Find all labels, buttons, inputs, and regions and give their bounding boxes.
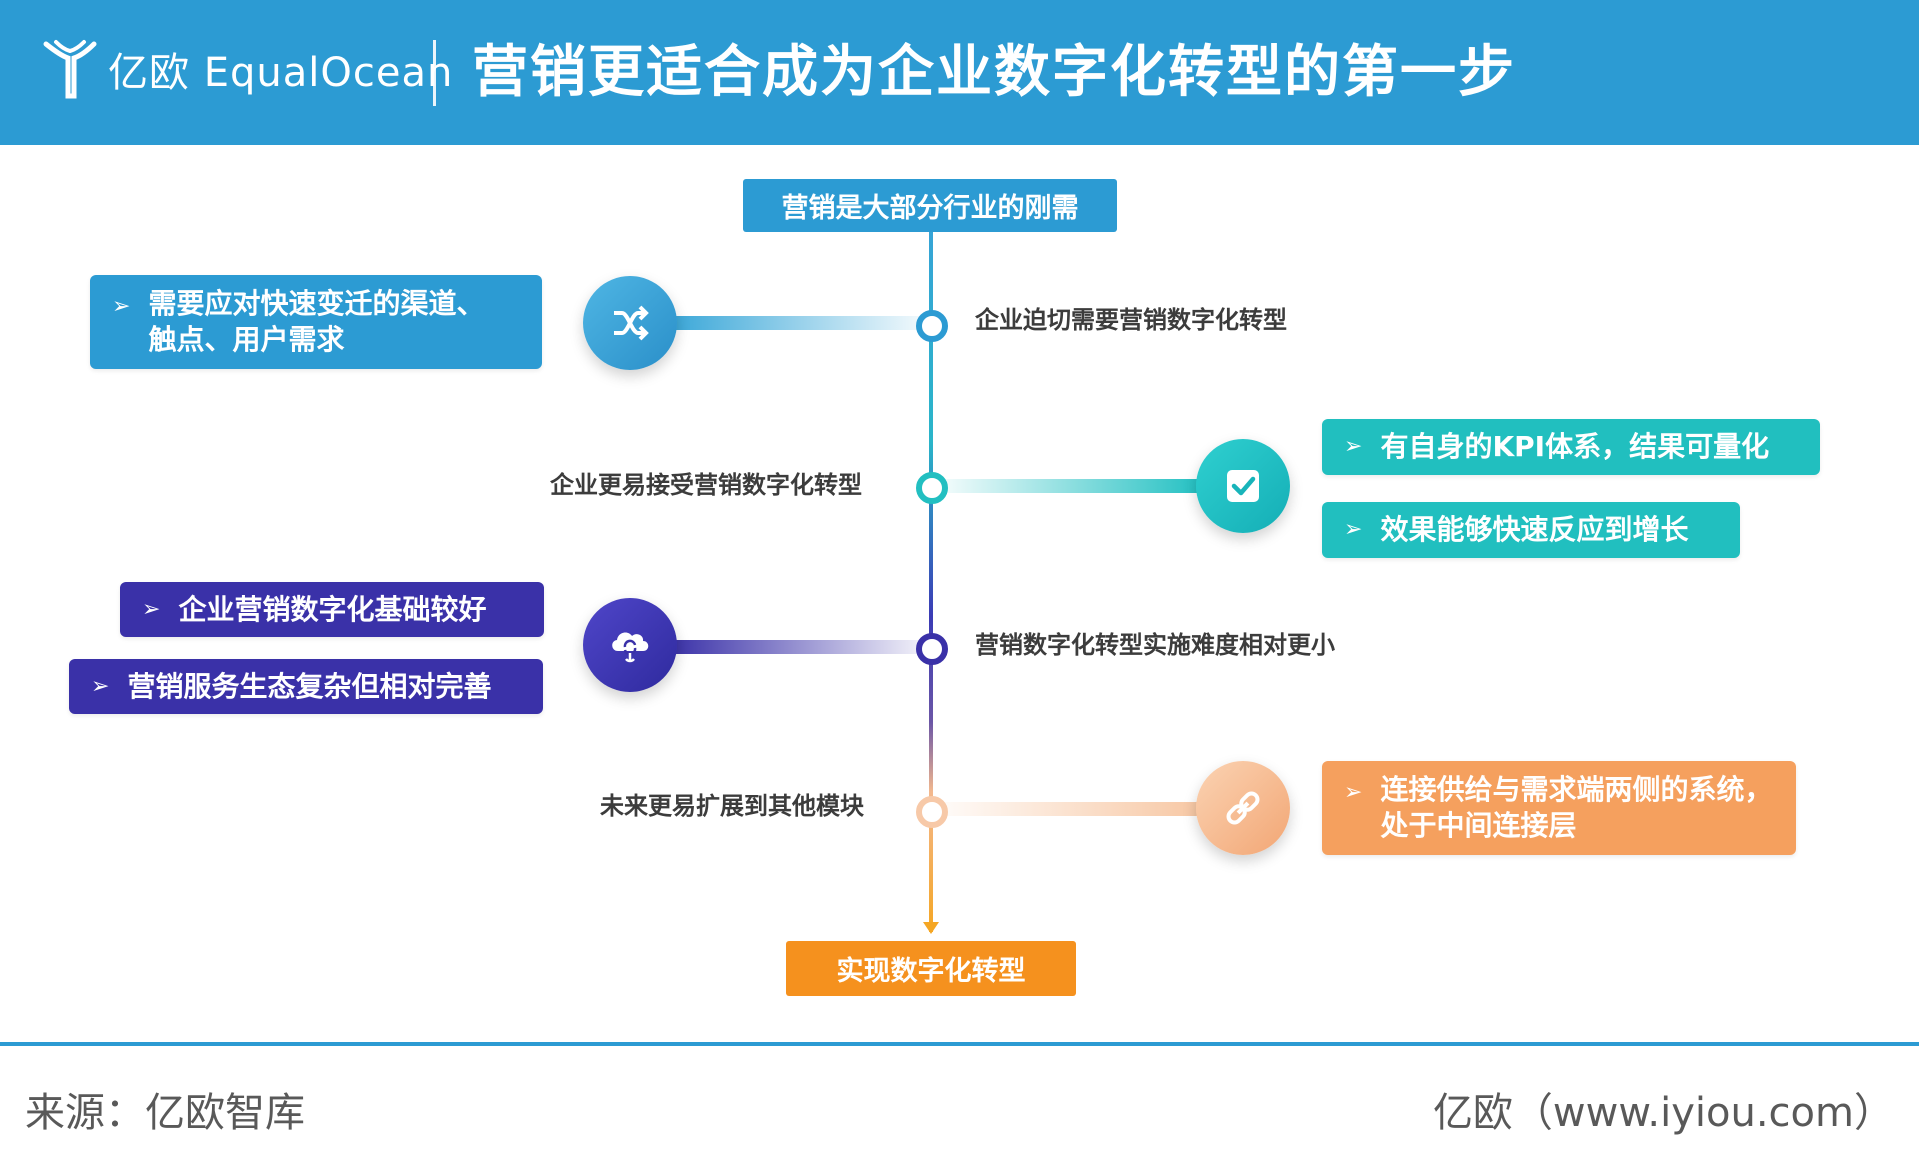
connector-1 [670,316,920,330]
chevron-right-icon: ➢ [142,596,161,622]
point-text: 企业营销数字化基础较好 [178,592,487,626]
timeline-arrowhead [923,922,939,934]
point-text: 需要应对快速变迁的渠道、触点、用户需求 [148,287,485,356]
chevron-right-icon: ➢ [1344,517,1363,542]
timeline-node-1 [916,310,948,342]
point-text: 有自身的KPI体系，结果可量化 [1380,430,1770,463]
chevron-right-icon: ➢ [112,294,131,319]
connector-3 [670,640,920,654]
point-text: 效果能够快速反应到增长 [1380,513,1689,546]
point-box-kpi: ➢ 有自身的KPI体系，结果可量化 [1322,419,1820,475]
point-text: 连接供给与需求端两侧的系统，处于中间连接层 [1380,773,1773,842]
page-title: 营销更适合成为企业数字化转型的第一步 [472,40,1516,105]
chevron-right-icon: ➢ [91,673,110,699]
footer-divider [0,1042,1919,1046]
connector-4 [944,802,1204,816]
checkbox-icon [1227,470,1259,502]
source-text: 来源：亿欧智库 [25,1090,305,1136]
timeline-line [929,232,933,932]
shuffle-icon-circle [583,276,677,370]
point-box-channels: ➢ 需要应对快速变迁的渠道、触点、用户需求 [90,275,542,369]
end-box: 实现数字化转型 [786,941,1076,996]
point-box-growth: ➢ 效果能够快速反应到增长 [1322,502,1740,558]
timeline-node-3 [916,633,948,665]
logo-text: 亿欧 EqualOcean [108,50,454,96]
chevron-right-icon: ➢ [1344,434,1363,459]
node-label-2: 企业更易接受营销数字化转型 [550,471,862,499]
shuffle-icon [614,305,649,341]
point-box-foundation: ➢ 企业营销数字化基础较好 [120,582,544,637]
connector-2 [944,479,1204,493]
point-box-ecosystem: ➢ 营销服务生态复杂但相对完善 [69,659,543,714]
node-label-3: 营销数字化转型实施难度相对更小 [975,631,1335,659]
header-divider [433,40,436,106]
cloud-sync-icon [612,632,649,663]
start-box: 营销是大部分行业的刚需 [743,179,1117,232]
cloud-sync-icon-circle [583,598,677,692]
equalocean-logo-icon [43,40,97,99]
timeline-node-2 [916,472,948,504]
node-label-1: 企业迫切需要营销数字化转型 [975,306,1287,334]
point-box-connection: ➢ 连接供给与需求端两侧的系统，处于中间连接层 [1322,761,1796,855]
node-label-4: 未来更易扩展到其他模块 [600,792,864,820]
checkbox-icon-circle [1196,439,1290,533]
header-banner: 亿欧 EqualOcean 营销更适合成为企业数字化转型的第一步 [0,0,1919,145]
logo: 亿欧 EqualOcean [42,34,453,104]
link-icon [1226,791,1260,825]
point-text: 营销服务生态复杂但相对完善 [127,669,492,703]
site-url: 亿欧（www.iyiou.com） [1432,1090,1894,1136]
link-icon-circle [1196,761,1290,855]
chevron-right-icon: ➢ [1344,780,1363,805]
timeline-node-4 [916,796,948,828]
